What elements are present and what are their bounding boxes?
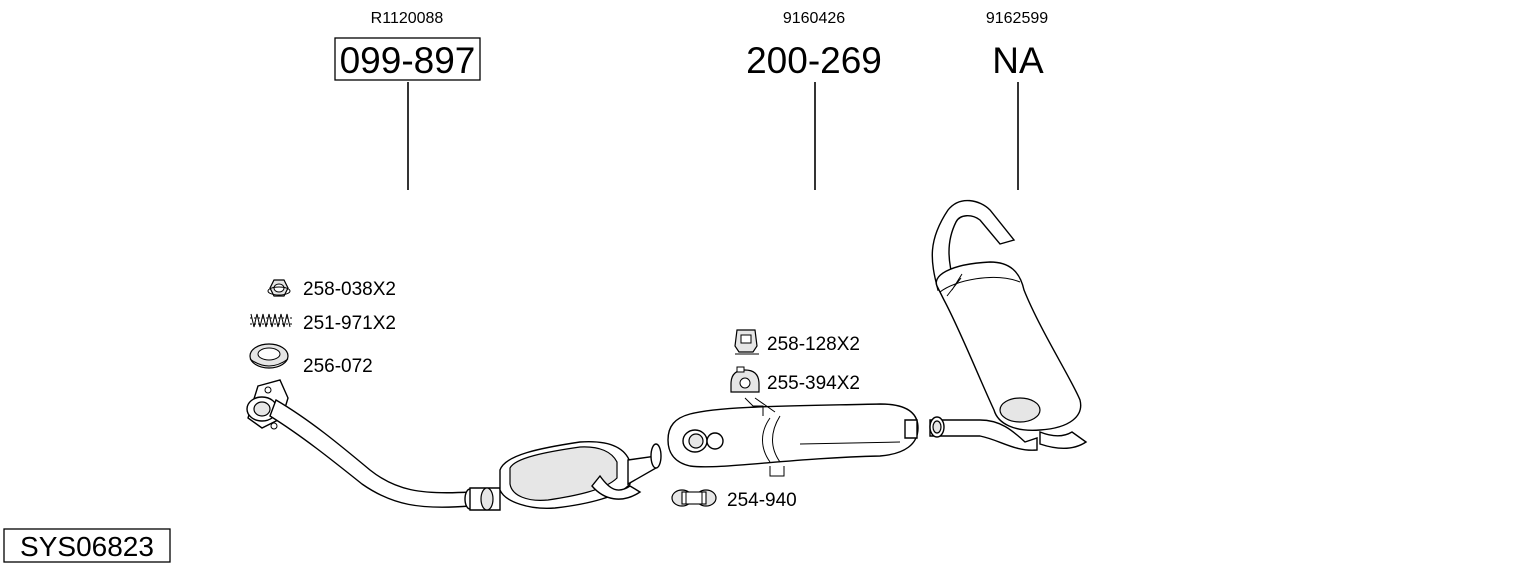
part-number[interactable]: NA	[992, 40, 1044, 81]
catalytic-converter-drawing	[499, 441, 662, 510]
accessory-code: 258-038X2	[303, 279, 396, 300]
accessory-item[interactable]: 254-940	[671, 489, 797, 511]
accessory-item[interactable]: 258-038X2	[267, 279, 396, 300]
rubber-hanger-icon	[734, 329, 759, 355]
system-code: SYS06823	[20, 531, 154, 562]
ref-number: 9162599	[986, 10, 1048, 27]
accessory-item[interactable]: 251-971X2	[250, 313, 396, 334]
gasket-ring-icon	[249, 343, 289, 369]
part-number[interactable]: 200-269	[746, 40, 882, 81]
accessory-code: 256-072	[303, 356, 373, 377]
accessory-item[interactable]: 256-072	[249, 343, 373, 377]
mounting-ring-icon	[730, 366, 760, 393]
group-front-catalyst: R1120088 099-897	[334, 10, 481, 190]
spring-icon	[250, 313, 292, 328]
nut-icon	[267, 279, 291, 297]
accessory-code: 254-940	[727, 490, 797, 511]
group-centre-silencer: 9160426 200-269	[746, 10, 882, 190]
group-rear-silencer: 9162599 NA	[986, 10, 1048, 190]
accessory-item[interactable]: 258-128X2	[734, 329, 860, 355]
accessory-item[interactable]: 255-394X2	[730, 366, 860, 394]
accessory-code: 251-971X2	[303, 313, 396, 334]
part-number[interactable]: 099-897	[340, 40, 476, 81]
ref-number: R1120088	[371, 10, 444, 27]
part-number-box	[334, 37, 481, 81]
accessory-code: 258-128X2	[767, 334, 860, 355]
centre-silencer-drawing	[667, 397, 919, 477]
rear-silencer-drawing	[929, 199, 1088, 451]
ref-number: 9160426	[783, 10, 845, 27]
accessory-code: 255-394X2	[767, 373, 860, 394]
front-pipe-drawing	[246, 379, 501, 511]
system-code-box: SYS06823	[3, 528, 171, 563]
pipe-clamp-icon	[671, 489, 717, 507]
